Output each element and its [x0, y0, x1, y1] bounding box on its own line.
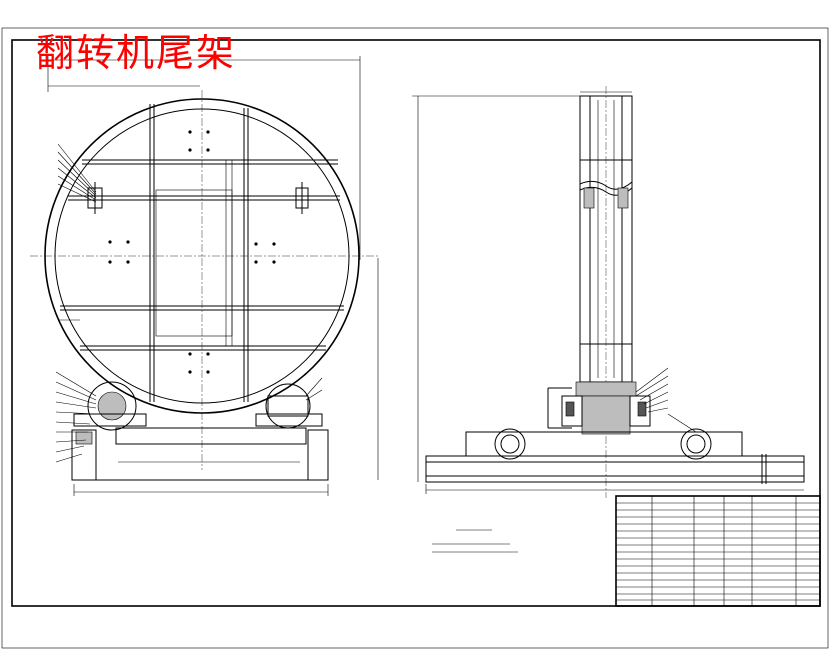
side-leaders	[635, 367, 697, 433]
parts-list	[615, 495, 821, 607]
front-base	[71, 427, 329, 481]
right-roller	[255, 383, 323, 429]
inner-frame	[60, 104, 344, 402]
side-view	[412, 86, 805, 498]
technical-notes	[432, 529, 518, 553]
side-base	[425, 428, 805, 484]
bolt-holes	[108, 130, 276, 374]
drive-head	[547, 381, 651, 435]
leaders-upper	[57, 143, 97, 321]
drawing-frame	[1, 27, 829, 649]
clamp-left	[87, 182, 103, 214]
clamp-right	[295, 182, 309, 214]
leaders-lower	[55, 371, 323, 463]
drawing-title: 翻转机尾架	[36, 31, 237, 75]
front-view	[30, 56, 380, 496]
left-roller	[73, 381, 147, 431]
